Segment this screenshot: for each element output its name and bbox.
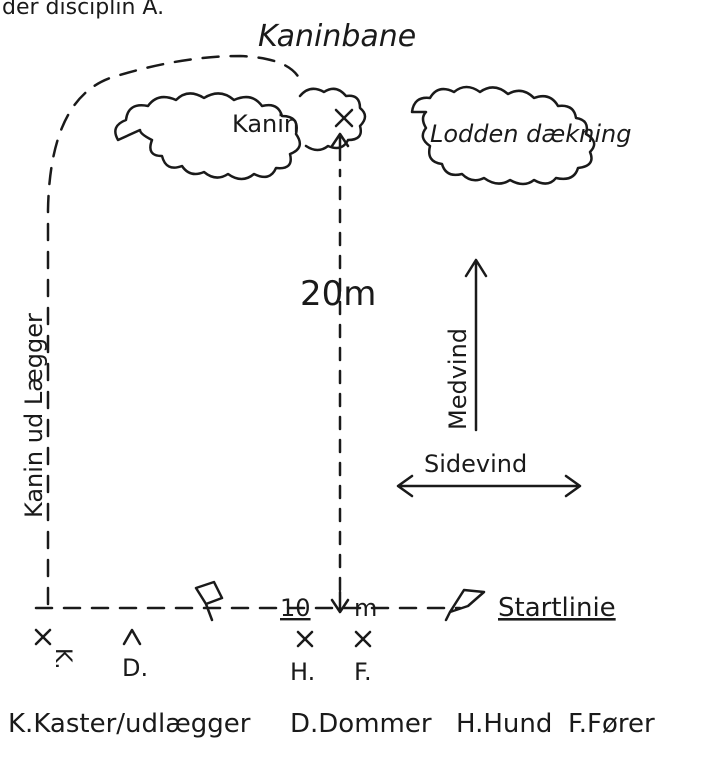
crosswind-label: Sidevind: [424, 450, 527, 478]
caption-fragment: der disciplin A.: [2, 0, 164, 20]
tailwind-arrow: [464, 258, 488, 432]
dog-position-mark: [296, 630, 314, 648]
rabbit-cover-cloud-right: [298, 87, 367, 152]
judge-position-mark: [122, 628, 142, 646]
distance-label: 20m: [300, 274, 376, 314]
judge-mark-label: D.: [122, 654, 148, 682]
legend-handler: F.Fører: [568, 709, 655, 739]
crosswind-arrow: [396, 474, 582, 498]
rabbit-position-mark: [334, 108, 354, 128]
rabbit-cover-cloud: [114, 92, 302, 181]
cover-label: Lodden dækning: [430, 120, 631, 148]
tailwind-label: Medvind: [444, 328, 472, 430]
thrower-position-mark: [34, 628, 52, 646]
legend-judge: D.Dommer: [290, 709, 432, 739]
start-distance-label: 10: [280, 594, 311, 622]
legend-dog: H.Hund: [456, 709, 552, 739]
start-line-label: Startlinie: [498, 593, 616, 623]
handler-mark-label: F.: [354, 658, 372, 686]
start-flag-right-icon: [444, 588, 486, 622]
handler-position-mark: [354, 630, 372, 648]
thrower-mark-label: K.: [50, 648, 75, 669]
thrower-path-label: Kanin ud Lægger: [20, 313, 48, 518]
start-flag-left-icon: [194, 580, 224, 622]
diagram-title: Kaninbane: [258, 19, 416, 54]
legend-thrower: K.Kaster/udlægger: [8, 709, 251, 739]
dog-mark-label: H.: [290, 658, 315, 686]
cover-cloud: [410, 85, 596, 186]
thrower-path: [46, 54, 302, 606]
rabbit-label: Kanin: [232, 110, 299, 138]
distance-arrow-down: [330, 590, 350, 614]
distance-arrow-up: [330, 132, 350, 162]
start-distance-unit: m: [354, 594, 377, 622]
